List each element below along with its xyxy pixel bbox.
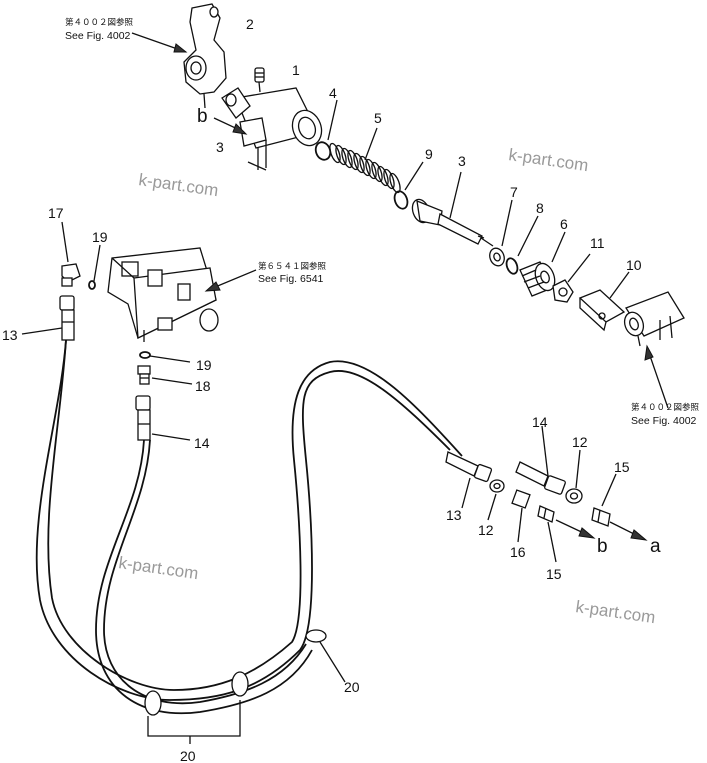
label-part-9: 9 bbox=[425, 146, 433, 162]
label-part-19-lower: 19 bbox=[196, 357, 212, 373]
elbow-part-17 bbox=[61, 263, 81, 287]
watermark: k-part.com bbox=[574, 597, 656, 627]
hose-clamps-part-20 bbox=[144, 629, 327, 716]
bracket-top-left bbox=[183, 3, 227, 109]
grease-nipple-part-2 bbox=[254, 67, 265, 93]
label-part-6: 6 bbox=[560, 216, 568, 232]
svg-text:第６５４１図参照: 第６５４１図参照 bbox=[258, 261, 327, 272]
label-part-16: 16 bbox=[510, 544, 526, 560]
label-part-15-right: 15 bbox=[614, 459, 630, 475]
watermark: k-part.com bbox=[117, 553, 199, 583]
nut-part-11 bbox=[552, 279, 574, 303]
o-ring-part-8 bbox=[505, 257, 519, 275]
label-part-20-bottom: 20 bbox=[180, 748, 196, 763]
fitting-part-18 bbox=[137, 365, 151, 385]
watermark: k-part.com bbox=[137, 170, 219, 200]
ref-text-bottom-right: 第４００２図参照 See Fig. 4002 bbox=[631, 402, 700, 427]
fitting-part-16 bbox=[511, 489, 531, 509]
nut-part-12-left bbox=[489, 479, 505, 493]
svg-text:See Fig. 4002: See Fig. 4002 bbox=[65, 30, 131, 42]
label-part-2: 2 bbox=[246, 16, 254, 32]
label-part-14-right: 14 bbox=[532, 414, 548, 430]
nut-part-7 bbox=[489, 247, 505, 267]
hose-fitting-part-14-left bbox=[135, 395, 151, 441]
ref-text-top-left: 第４００２図参照 See Fig. 4002 bbox=[65, 17, 134, 42]
port-b-bottom: b bbox=[597, 536, 608, 557]
hose-lines bbox=[35, 339, 463, 715]
label-part-3: 3 bbox=[458, 153, 466, 169]
block-part-10 bbox=[578, 289, 626, 332]
port-b-top: b bbox=[197, 106, 208, 127]
fitting-part-15-left bbox=[537, 505, 555, 523]
o-ring-part-9 bbox=[393, 190, 409, 210]
svg-text:3: 3 bbox=[216, 139, 224, 155]
hose-fitting-part-13-left bbox=[59, 295, 75, 341]
watermark: k-part.com bbox=[507, 145, 589, 175]
label-part-18: 18 bbox=[195, 378, 211, 394]
label-part-17: 17 bbox=[48, 205, 64, 221]
label-part-15-bottom: 15 bbox=[546, 566, 562, 582]
label-part-14-left: 14 bbox=[194, 435, 210, 451]
label-part-10: 10 bbox=[626, 257, 642, 273]
hose-fitting-part-14-right bbox=[515, 461, 566, 495]
rod-part-3 bbox=[411, 198, 494, 247]
ref-text-middle: 第６５４１図参照 See Fig. 6541 bbox=[258, 261, 327, 285]
svg-text:See Fig. 4002: See Fig. 4002 bbox=[631, 415, 697, 427]
label-part-12-upper: 12 bbox=[572, 434, 588, 450]
cylinder-part-1 bbox=[221, 87, 323, 171]
label-part-19-upper: 19 bbox=[92, 229, 108, 245]
label-part-4: 4 bbox=[329, 85, 337, 101]
label-part-5: 5 bbox=[374, 110, 382, 126]
label-part-8: 8 bbox=[536, 200, 544, 216]
svg-text:第４００２図参照: 第４００２図参照 bbox=[631, 402, 700, 413]
fitting-part-15-right bbox=[591, 507, 611, 527]
label-part-12-lower: 12 bbox=[478, 522, 494, 538]
spring-part-5 bbox=[329, 142, 401, 194]
svg-text:See Fig. 6541: See Fig. 6541 bbox=[258, 273, 324, 285]
label-part-13-right: 13 bbox=[446, 507, 462, 523]
label-part-7: 7 bbox=[510, 184, 518, 200]
label-part-1: 1 bbox=[292, 62, 300, 78]
o-ring-part-19 bbox=[88, 280, 96, 290]
label-part-20-right: 20 bbox=[344, 679, 360, 695]
svg-text:第４００２図参照: 第４００２図参照 bbox=[65, 17, 134, 28]
label-part-13-left: 13 bbox=[2, 327, 18, 343]
o-ring-part-19-lower bbox=[139, 351, 151, 359]
control-valve bbox=[107, 247, 219, 342]
label-part-11: 11 bbox=[590, 235, 605, 251]
nut-part-12-right bbox=[565, 488, 583, 504]
port-a-bottom: a bbox=[650, 536, 661, 557]
hose-fitting-part-13-right bbox=[445, 451, 493, 483]
bushing-part-6 bbox=[519, 261, 556, 297]
bracket-bottom-right bbox=[623, 291, 685, 347]
